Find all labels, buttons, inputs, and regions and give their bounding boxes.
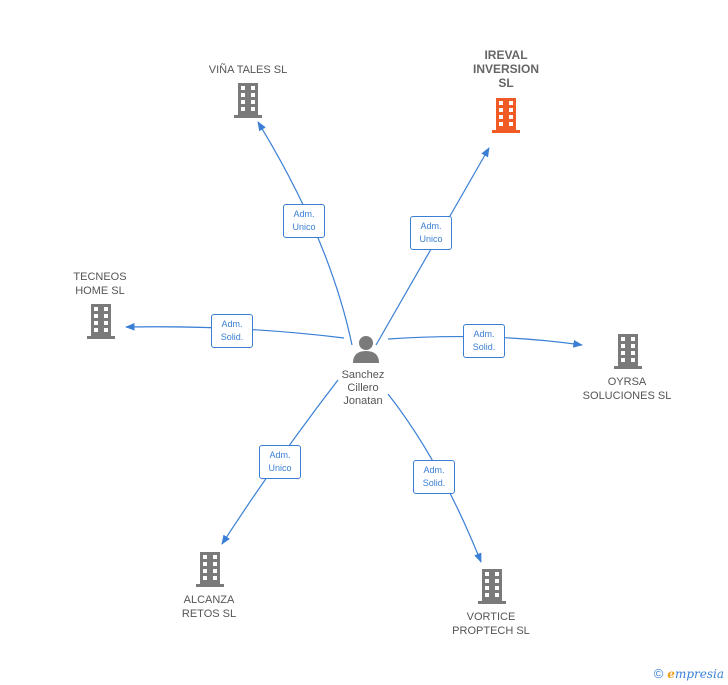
company-name: ALCANZA RETOS SL: [181, 594, 237, 620]
building-icon: [478, 569, 506, 604]
company-name: TECNEOS HOME SL: [73, 271, 127, 297]
relation-label-ireval: Adm. Unico: [410, 216, 452, 250]
building-icon: [87, 304, 115, 339]
building-icon: [196, 552, 224, 587]
relation-label-alcanza: Adm. Unico: [259, 445, 301, 479]
company-name: VIÑA TALES SL: [208, 64, 288, 76]
copyright-icon: ©: [653, 666, 664, 681]
brand-logo[interactable]: empresia: [667, 666, 724, 681]
person-name: Sanchez Cillero Jonatan: [341, 369, 385, 407]
company-name: IREVAL INVERSION SL: [472, 48, 539, 90]
relation-label-tecneos: Adm. Solid.: [211, 314, 253, 348]
relation-label-vortice: Adm. Solid.: [413, 460, 455, 494]
company-name: OYRSA SOLUCIONES SL: [582, 376, 672, 402]
building-icon: [492, 98, 520, 133]
person-icon: [353, 336, 379, 363]
relation-label-oyrsa: Adm. Solid.: [463, 324, 505, 358]
relation-label-vina-tales: Adm. Unico: [283, 204, 325, 238]
footer-brand: © empresia: [654, 666, 724, 681]
building-icon: [614, 334, 642, 369]
company-name: VORTICE PROPTECH SL: [452, 611, 530, 637]
building-icon: [234, 83, 262, 118]
